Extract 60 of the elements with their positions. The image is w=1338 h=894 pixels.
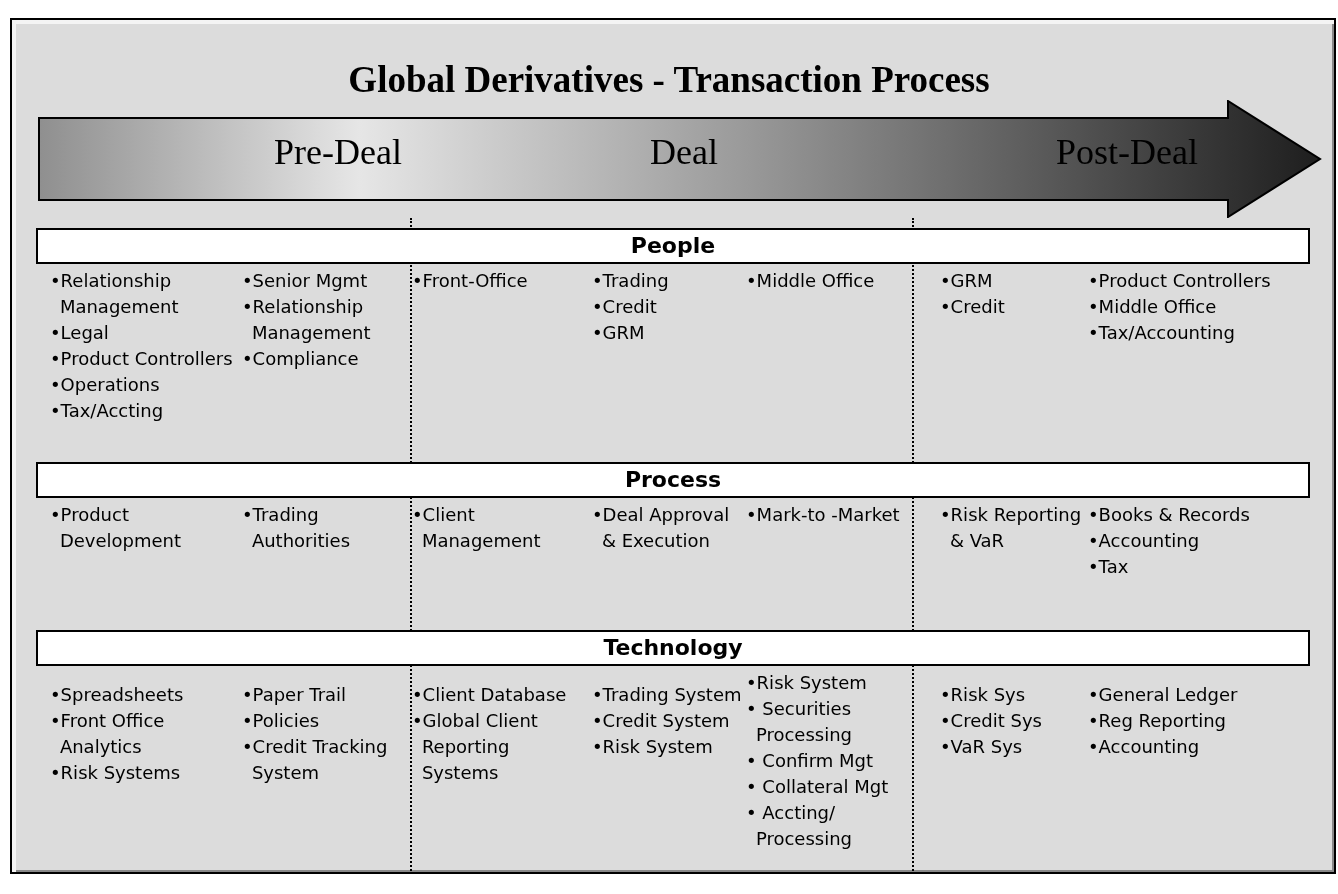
list-item: •Trading Authorities: [242, 503, 351, 553]
list-item: •Trading System: [592, 683, 742, 707]
list-item: •Legal: [50, 321, 110, 345]
list-item: •Credit: [940, 295, 1006, 319]
list-item: •Risk System: [592, 735, 714, 759]
list-item: •Deal Approval & Execution: [592, 503, 731, 553]
list-item: •Policies: [242, 709, 321, 733]
list-item: •Risk Systems: [50, 761, 182, 785]
section-band: [36, 630, 1310, 666]
list-item: •Relationship Management: [50, 269, 180, 319]
list-item: • Accting/ Processing: [746, 801, 853, 851]
list-item: • Collateral Mgt: [746, 775, 890, 799]
list-item: •Tax: [1088, 555, 1130, 579]
section-band: [36, 462, 1310, 498]
list-item: •Relationship Management: [242, 295, 372, 345]
list-item: •Books & Records: [1088, 503, 1251, 527]
list-item: •Tax/Accounting: [1088, 321, 1236, 345]
list-item: •Credit Sys: [940, 709, 1043, 733]
section-band: [36, 228, 1310, 264]
list-item: •Global Client Reporting Systems: [412, 709, 539, 785]
list-item: •Front Office Analytics: [50, 709, 166, 759]
list-item: •Client Database: [412, 683, 568, 707]
list-item: •Credit Tracking System: [242, 735, 389, 785]
list-item: •GRM: [940, 269, 994, 293]
list-item: •Spreadsheets: [50, 683, 185, 707]
list-item: •Middle Office: [1088, 295, 1218, 319]
list-item: •Product Controllers: [1088, 269, 1272, 293]
list-item: •Credit: [592, 295, 658, 319]
list-item: •Senior Mgmt: [242, 269, 369, 293]
list-item: •Middle Office: [746, 269, 876, 293]
list-item: •Reg Reporting: [1088, 709, 1228, 733]
list-item: •General Ledger: [1088, 683, 1239, 707]
list-item: • Confirm Mgt: [746, 749, 875, 773]
list-item: •Product Development: [50, 503, 183, 553]
section-heading: Technology: [603, 634, 743, 662]
list-item: •Front-Office: [412, 269, 529, 293]
list-item: •Accounting: [1088, 529, 1201, 553]
section-heading: Process: [624, 466, 722, 494]
process-arrow: [38, 100, 1322, 218]
list-item: •Trading: [592, 269, 670, 293]
list-item: •Risk Reporting & VaR: [940, 503, 1083, 553]
list-item: •VaR Sys: [940, 735, 1024, 759]
list-item: •Risk Sys: [940, 683, 1027, 707]
list-item: •Compliance: [242, 347, 360, 371]
diagram-title: Global Derivatives - Transaction Process: [347, 58, 991, 101]
list-item: •Accounting: [1088, 735, 1201, 759]
list-item: •Credit System: [592, 709, 731, 733]
list-item: •Paper Trail: [242, 683, 348, 707]
list-item: •Product Controllers: [50, 347, 234, 371]
list-item: •Mark-to -Market: [746, 503, 901, 527]
section-heading: People: [630, 232, 716, 260]
list-item: •Risk System: [746, 671, 868, 695]
phase-label: Post-Deal: [1056, 131, 1198, 174]
list-item: • Securities Processing: [746, 697, 853, 747]
list-item: •GRM: [592, 321, 646, 345]
list-item: •Tax/Accting: [50, 399, 165, 423]
phase-label: Pre-Deal: [274, 131, 402, 174]
phase-label: Deal: [650, 131, 718, 174]
list-item: •Client Management: [412, 503, 542, 553]
list-item: •Operations: [50, 373, 161, 397]
